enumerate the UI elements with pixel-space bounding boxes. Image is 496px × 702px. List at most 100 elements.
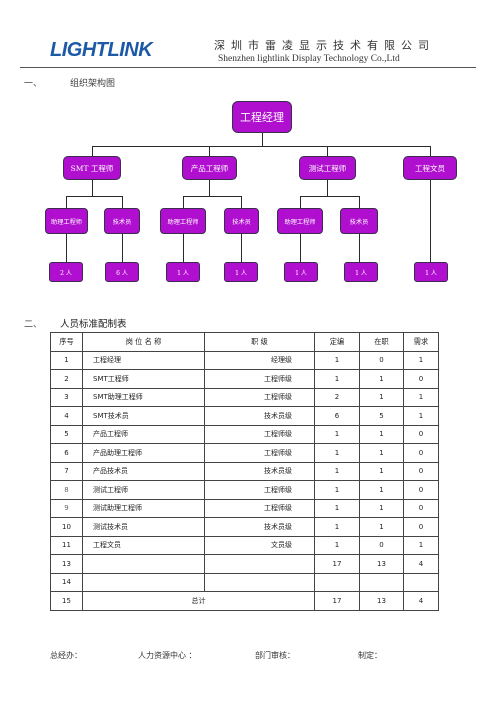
cell-current: 13 [359,591,404,611]
connector-count-3 [183,234,184,262]
cell-level: 经理级 [204,350,315,370]
org-chart: 工程经理 SMT 工程师 产品工程师 测试工程师 工程文员 助理工程师 技术员 … [0,0,496,310]
cell-position: 工程经理 [82,350,205,370]
cell-position: 工程文员 [82,535,205,555]
header-divider [20,67,476,68]
cell-need [403,572,439,592]
connector-count-1 [66,234,67,262]
connector-smt-trunk [92,180,93,197]
company-name-en: Shenzhen lightlink Display Technology Co… [218,54,400,64]
cell-need: 0 [403,498,439,518]
org-node-smt-engineer: SMT 工程师 [63,156,121,180]
cell-level [204,572,315,592]
section2-number: 二、 [24,320,43,330]
cell-current: 1 [359,498,404,518]
cell-quota: 17 [314,591,360,611]
org-count-test-technician: 1 人 [344,262,378,282]
connector-prod-b [241,196,242,208]
cell-no: 15 [50,591,83,611]
cell-position: SMT工程师 [82,369,205,389]
cell-no: 6 [50,443,83,463]
cell-current: 1 [359,443,404,463]
cell-position: SMT助理工程师 [82,387,205,407]
connector-smt-bus [66,196,123,197]
cell-current: 1 [359,461,404,481]
cell-level: 工程师级 [204,387,315,407]
cell-current: 1 [359,424,404,444]
cell-need: 4 [403,554,439,574]
connector-test-b [359,196,360,208]
org-node-product-assistant: 助理工程师 [160,208,206,234]
cell-need: 0 [403,480,439,500]
cell-quota: 2 [314,387,360,407]
footer-general-manager: 总经办： [50,651,82,660]
cell-level: 技术员级 [204,517,315,537]
connector-top-trunk [262,133,263,147]
cell-position [82,572,205,592]
cell-no: 9 [50,498,83,518]
connector-dept-1 [92,146,93,156]
col-header-no: 序号 [50,332,83,352]
connector-prod-trunk [209,180,210,197]
table-header-row: 序号 岗 位 名 称 职 级 定编 在职 需求 [50,332,439,352]
cell-position [82,554,205,574]
cell-current: 0 [359,535,404,555]
cell-no: 3 [50,387,83,407]
org-node-smt-assistant: 助理工程师 [45,208,88,234]
cell-need: 0 [403,517,439,537]
cell-need: 0 [403,424,439,444]
cell-no: 4 [50,406,83,426]
org-count-engineering-clerk: 1 人 [414,262,448,282]
cell-position: 产品技术员 [82,461,205,481]
cell-quota: 1 [314,443,360,463]
col-header-position: 岗 位 名 称 [82,332,205,352]
cell-current: 0 [359,350,404,370]
table-row: 14 [50,572,439,592]
cell-quota: 1 [314,498,360,518]
connector-smt-a [66,196,67,208]
cell-current: 1 [359,480,404,500]
cell-quota: 6 [314,406,360,426]
connector-count-5 [300,234,301,262]
logo-text: LIGHTLINK [50,39,154,61]
org-node-test-technician: 技术员 [340,208,378,234]
connector-dept-2 [209,146,210,156]
org-node-engineering-manager: 工程经理 [232,101,292,133]
cell-no: 1 [50,350,83,370]
cell-no: 13 [50,554,83,574]
cell-current: 1 [359,369,404,389]
cell-need: 0 [403,461,439,481]
cell-position: 产品工程师 [82,424,205,444]
cell-position: 测试助理工程师 [82,498,205,518]
cell-current: 5 [359,406,404,426]
footer-prepared-by: 制定： [358,651,382,660]
cell-quota: 1 [314,350,360,370]
cell-quota: 17 [314,554,360,574]
org-node-smt-technician: 技术员 [104,208,140,234]
connector-test-trunk [327,180,328,197]
cell-level: 工程师级 [204,480,315,500]
connector-dept-bus [92,146,431,147]
cell-current: 13 [359,554,404,574]
cell-no: 11 [50,535,83,555]
cell-current: 1 [359,517,404,537]
connector-dept-4 [430,146,431,156]
cell-need: 1 [403,406,439,426]
col-header-quota: 定编 [314,332,360,352]
cell-need: 1 [403,350,439,370]
cell-level: 工程师级 [204,498,315,518]
company-name-cn: 深圳市雷凌显示技术有限公司 [214,39,435,52]
col-header-current: 在职 [359,332,404,352]
cell-level [204,554,315,574]
connector-count-6 [359,234,360,262]
org-node-test-engineer: 测试工程师 [299,156,356,180]
org-node-engineering-clerk: 工程文员 [403,156,457,180]
